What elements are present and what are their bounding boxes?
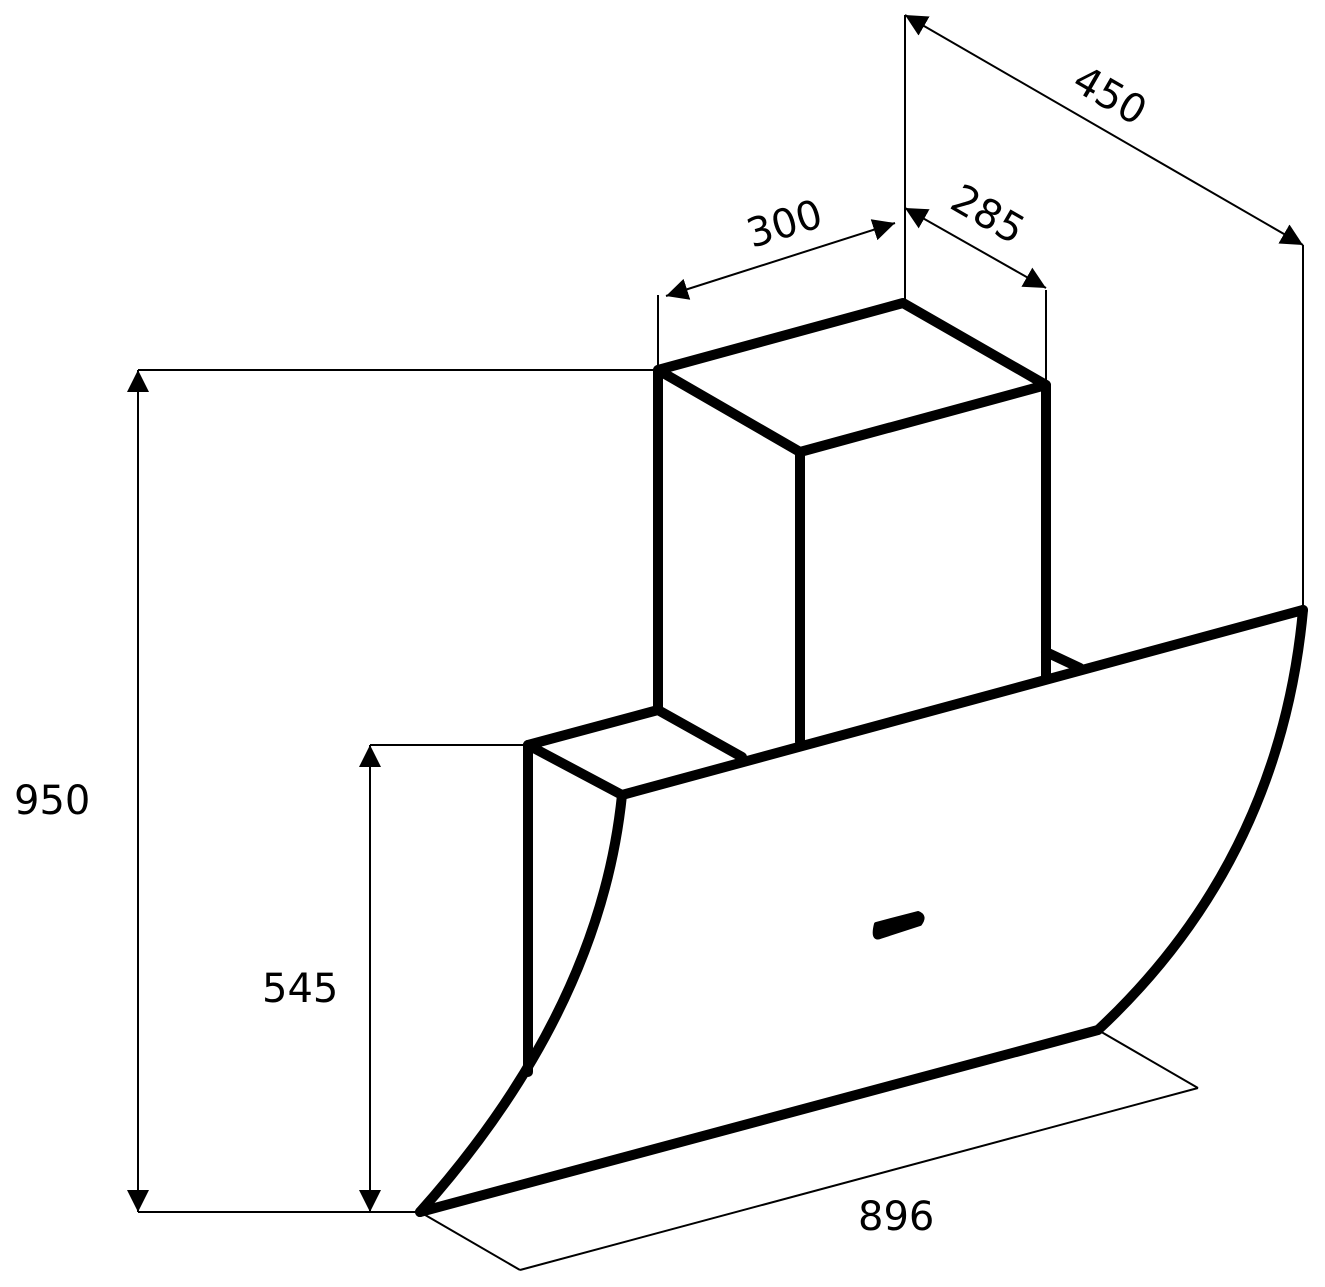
label-896: 896 — [858, 1194, 934, 1240]
label-950: 950 — [14, 778, 90, 824]
dim-line-300 — [665, 219, 896, 300]
dimension-lines — [127, 14, 1304, 1212]
chimney — [653, 298, 1085, 762]
label-545: 545 — [262, 966, 338, 1012]
dim-line-450 — [904, 14, 1304, 246]
label-450: 450 — [1065, 57, 1154, 135]
label-285: 285 — [943, 176, 1032, 254]
control-panel — [872, 911, 925, 940]
hood-body — [415, 605, 1308, 1217]
extension-lines — [138, 15, 1304, 1271]
